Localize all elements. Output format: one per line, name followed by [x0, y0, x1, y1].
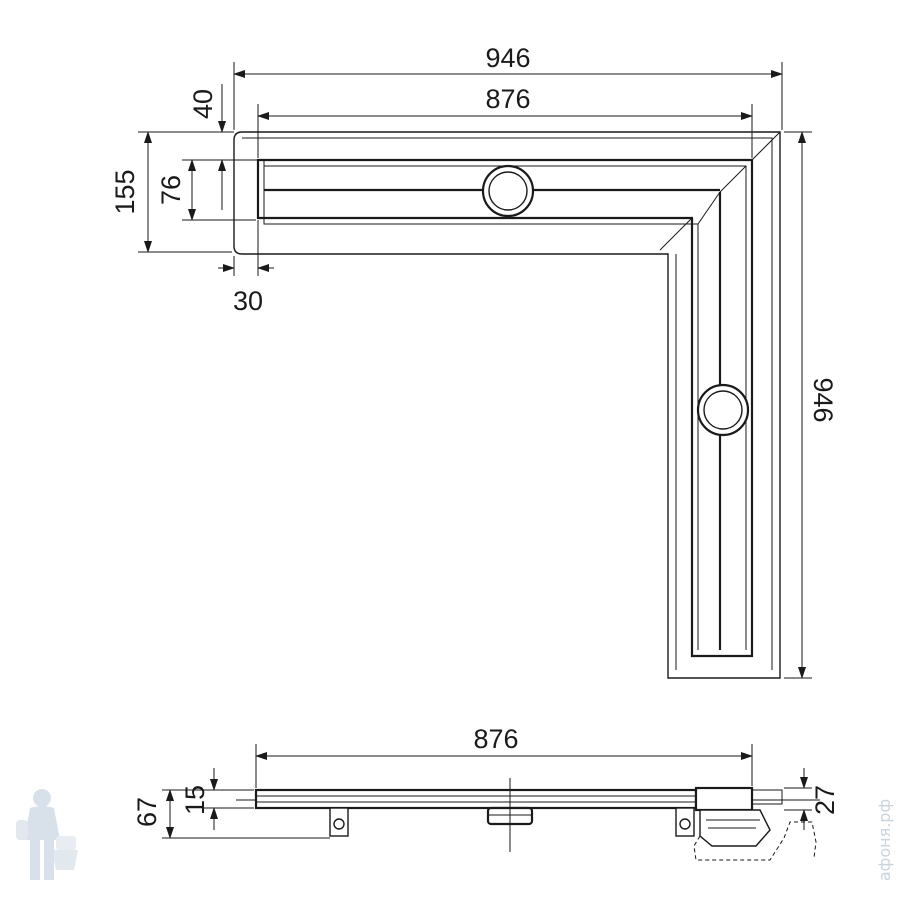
dim-channel-height-label: 15 [180, 785, 210, 815]
frame-outline [233, 131, 781, 679]
channel-inner-line [263, 165, 747, 650]
dim-channel-length: 876 [255, 724, 753, 788]
dim-outlet-height-label: 27 [810, 785, 840, 815]
dim-offset-top: 40 [188, 84, 258, 210]
dim-channel-width: 76 [156, 159, 256, 221]
section-center-outlet [486, 778, 534, 852]
dim-overall-width: 946 [233, 43, 783, 130]
dim-frame-depth: 155 [110, 131, 232, 253]
dim-overall-height: 946 [784, 131, 838, 679]
drain-outlet-side [696, 383, 750, 437]
dim-inner-width: 876 [257, 84, 753, 158]
section-channel [254, 788, 698, 810]
plan-view: 946 876 40 155 76 [110, 43, 838, 679]
support-leg-right [675, 807, 695, 837]
channel-end-cap [257, 159, 265, 219]
dim-frame-depth-label: 155 [110, 169, 140, 214]
drain-outlet-top [481, 164, 535, 218]
dim-overall-height-label: 946 [808, 377, 838, 422]
dim-total-height-label: 67 [132, 797, 162, 827]
dim-overall-width-label: 946 [485, 43, 530, 73]
dim-channel-height: 15 [180, 768, 254, 830]
dim-inner-width-label: 876 [485, 84, 530, 114]
channel-miter [719, 165, 747, 193]
dim-offset-left-label: 30 [233, 286, 263, 316]
section-view: 876 67 15 27 [132, 724, 840, 861]
frame-miter-line [751, 131, 781, 161]
support-leg-left [329, 807, 349, 837]
dim-offset-top-label: 40 [188, 89, 218, 119]
plumber-mascot-icon [16, 789, 78, 880]
dim-outlet-height: 27 [784, 768, 840, 830]
frame-inner-bevel [242, 137, 773, 670]
dim-total-height: 67 [132, 789, 330, 839]
channel-horizontal [256, 158, 754, 658]
frame-miter-inner [659, 217, 693, 251]
dim-channel-width-label: 76 [156, 175, 186, 205]
dim-offset-left: 30 [218, 220, 274, 316]
section-outlet-head [694, 786, 754, 812]
watermark-site-text: афоня.рф [875, 799, 894, 881]
channel-miter-2 [697, 191, 721, 225]
dim-channel-length-label: 876 [473, 724, 518, 754]
